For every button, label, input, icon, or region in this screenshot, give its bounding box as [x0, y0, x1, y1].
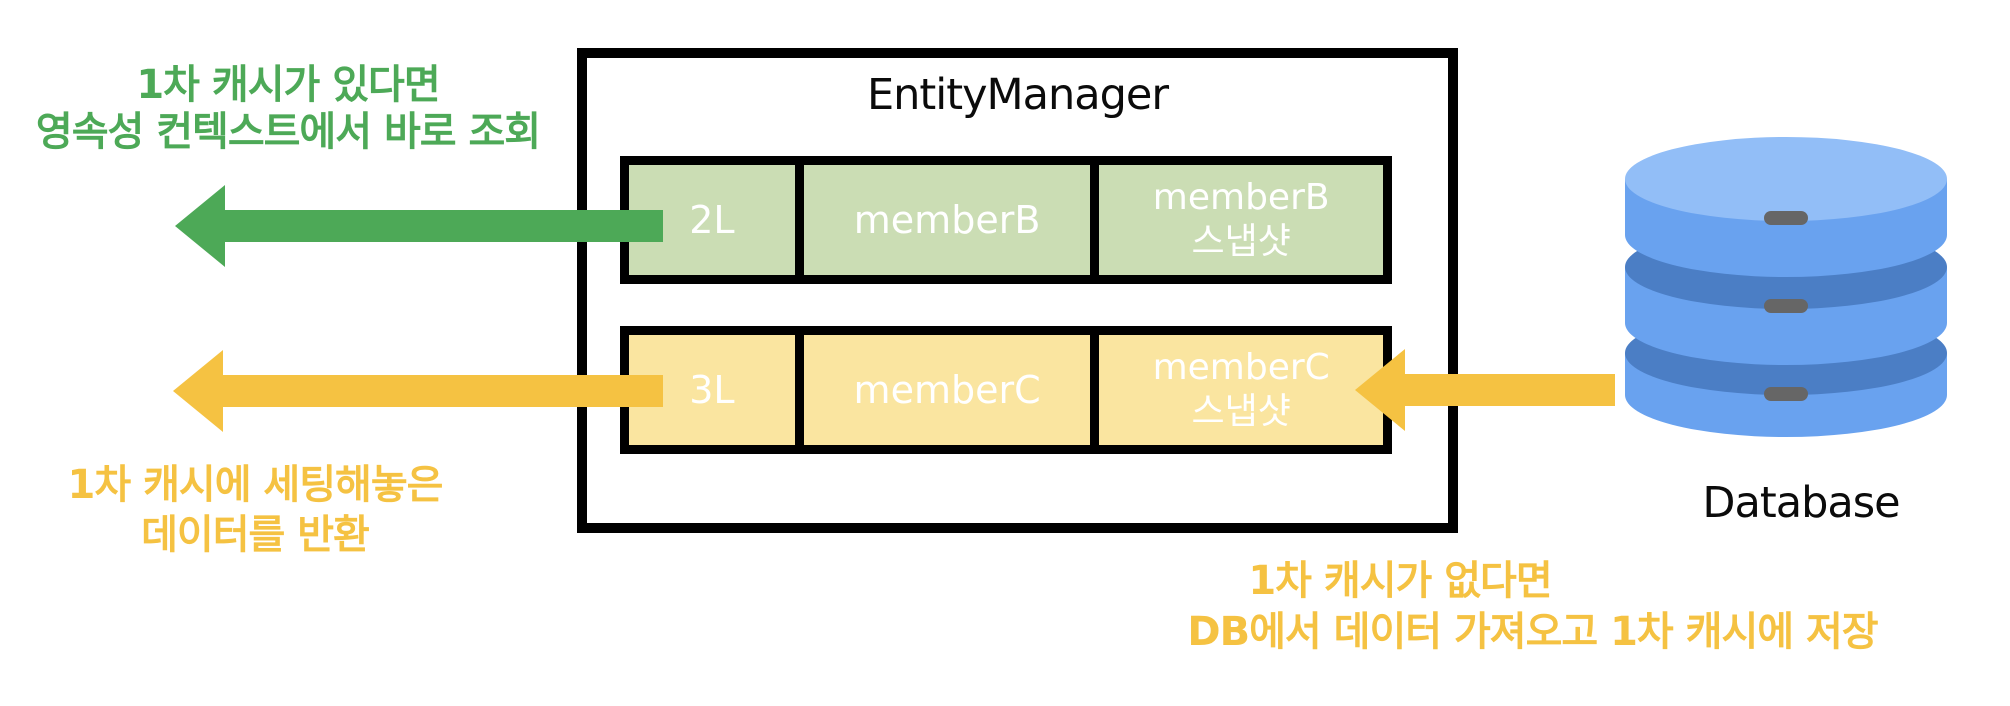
database-label: Database: [1702, 478, 1900, 528]
cache-return-note: 1차 캐시에 세팅해놓은 데이터를 반환: [0, 460, 510, 560]
snapshot-cell-memberB: memberB 스냅샷: [1099, 165, 1383, 275]
cache-return-arrow-body: [221, 375, 663, 407]
db-fetch-arrow-body: [1403, 374, 1615, 406]
cache-hit-note: 1차 캐시가 있다면 영속성 컨텍스트에서 바로 조회: [8, 62, 568, 156]
cache-miss-note-line2: DB에서 데이터 가져오고 1차 캐시에 저장: [1187, 609, 1878, 655]
snapshot-cell-memberB-line1: memberB: [1152, 177, 1330, 219]
db-fetch-arrow-head-icon: [1355, 349, 1405, 431]
db-slot-dash-icon: [1764, 299, 1808, 313]
snapshot-cell-memberC-line2: 스냅샷: [1191, 391, 1291, 432]
db-slot-dash-icon: [1764, 387, 1808, 401]
snapshot-cell-memberB-line2: 스냅샷: [1191, 221, 1291, 262]
database-icon: [1625, 137, 1947, 437]
cache-return-arrow-head-icon: [173, 350, 223, 432]
cache-hit-arrow-head-icon: [175, 185, 225, 267]
entity-cell-memberB: memberB: [803, 165, 1091, 275]
cache-miss-note-line1: 1차 캐시가 없다면: [1248, 558, 1552, 604]
cache-row-memberB: 2L memberB memberB 스냅샷: [620, 156, 1392, 284]
cache-hit-arrow-body: [223, 210, 663, 242]
cache-hit-note-line1: 1차 캐시가 있다면: [136, 62, 440, 108]
entitymanager-box: EntityManager: [577, 48, 1458, 533]
snapshot-cell-memberC-line1: memberC: [1152, 347, 1330, 389]
entitymanager-title: EntityManager: [866, 70, 1169, 120]
cache-miss-note: 1차 캐시가 없다면 DB에서 데이터 가져오고 1차 캐시에 저장: [1065, 556, 2000, 658]
cache-return-note-line2: 데이터를 반환: [141, 512, 370, 558]
cache-return-note-line1: 1차 캐시에 세팅해놓은: [67, 462, 444, 508]
db-slot-dash-icon: [1764, 211, 1808, 225]
snapshot-cell-memberC: memberC 스냅샷: [1099, 335, 1383, 445]
entity-cell-memberC: memberC: [803, 335, 1091, 445]
cache-row-memberC: 3L memberC memberC 스냅샷: [620, 326, 1392, 454]
cache-hit-note-line2: 영속성 컨텍스트에서 바로 조회: [35, 109, 541, 155]
